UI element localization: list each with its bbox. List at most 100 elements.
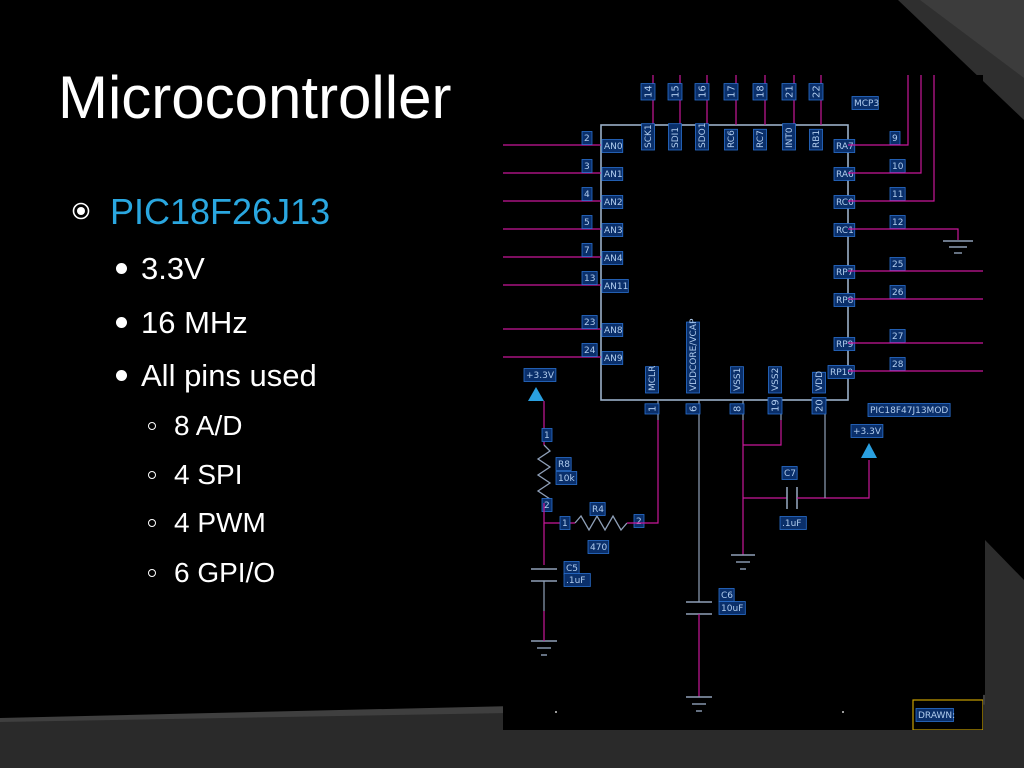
pin-name: AN2 xyxy=(601,195,624,209)
pin-name: AN11 xyxy=(601,279,629,293)
label-box xyxy=(581,159,593,173)
rail-wire-ra7 xyxy=(848,75,909,146)
label-box xyxy=(641,123,655,151)
grid-mark xyxy=(842,711,844,713)
wire-c7-supply xyxy=(797,460,870,499)
label-text: MCP3 xyxy=(854,99,879,109)
label-box xyxy=(555,457,572,471)
label-text: AN8 xyxy=(604,326,623,336)
pin-number: 23 xyxy=(581,315,598,329)
label-box xyxy=(601,195,624,209)
bullet-text: 16 MHz xyxy=(141,305,248,340)
pin-name: RP8 xyxy=(833,293,856,307)
label-box xyxy=(668,123,682,151)
pin-number: 2 xyxy=(633,514,645,528)
label-box xyxy=(581,187,593,201)
component-value: 470 xyxy=(587,540,610,554)
label-box xyxy=(782,123,796,151)
pin-name: AN0 xyxy=(601,139,624,153)
pin-number: 4 xyxy=(581,187,593,201)
pin-number: 28 xyxy=(889,357,906,371)
label-text: AN0 xyxy=(604,142,623,152)
label-text: RC7 xyxy=(756,130,766,148)
label-text: RC6 xyxy=(727,130,737,148)
label-text: AN1 xyxy=(604,170,623,180)
pin-name: RC1 xyxy=(833,223,856,237)
supply-label: +3.3V xyxy=(850,424,884,438)
grid-mark xyxy=(555,711,557,713)
pin-name: RC7 xyxy=(753,128,767,151)
label-text: 24 xyxy=(584,346,596,356)
label-text: 17 xyxy=(727,85,738,98)
label-text: RA6 xyxy=(836,170,854,180)
pin-number: 18 xyxy=(752,83,768,101)
label-text: 1 xyxy=(544,431,550,441)
label-box xyxy=(601,167,624,181)
label-box xyxy=(768,366,782,394)
pin-name: AN3 xyxy=(601,223,624,237)
pin-number: 12 xyxy=(889,215,906,229)
label-text: VDDCORE/VCAP xyxy=(689,318,699,391)
ring-bullet-icon xyxy=(148,569,156,577)
label-box xyxy=(811,397,827,415)
pin-number: 10 xyxy=(889,159,906,173)
pin-number: 15 xyxy=(667,83,683,101)
label-text: 11 xyxy=(892,190,903,200)
label-text: 6 xyxy=(689,406,700,412)
label-text: RP7 xyxy=(836,268,853,278)
bullet-text: 3.3V xyxy=(141,251,205,286)
label-box xyxy=(833,223,856,237)
label-box xyxy=(633,514,645,528)
pin-name: RP10 xyxy=(827,365,855,379)
label-box xyxy=(812,371,826,394)
label-text: RC0 xyxy=(836,198,854,208)
pin-name: MCLR xyxy=(645,366,659,394)
bullet-dot-icon xyxy=(116,317,127,328)
label-box xyxy=(523,368,557,382)
label-text: SDI1 xyxy=(671,127,681,148)
rail-wire-ra6 xyxy=(848,75,922,174)
pin-number: 14 xyxy=(640,83,656,101)
label-text: 21 xyxy=(785,85,796,98)
label-box xyxy=(601,223,624,237)
label-text: VDD xyxy=(815,371,825,391)
label-text: 13 xyxy=(584,274,595,284)
ring-bullet-icon xyxy=(148,471,156,479)
label-box xyxy=(601,251,624,265)
label-text: 16 xyxy=(698,85,709,98)
label-text: RA7 xyxy=(836,142,854,152)
pin-name: VSS1 xyxy=(730,366,744,394)
label-text: AN11 xyxy=(604,282,628,292)
label-box xyxy=(581,131,593,145)
rail-wire-rc0 xyxy=(848,75,935,202)
component-value: 10k xyxy=(555,471,578,485)
label-text: 23 xyxy=(584,318,595,328)
bullet-dot-icon xyxy=(116,263,127,274)
label-text: 10uF xyxy=(721,604,743,614)
component-value: 10uF xyxy=(718,601,746,615)
pin-number: 25 xyxy=(889,257,906,271)
supply-arrow-icon xyxy=(528,387,544,401)
label-text: 28 xyxy=(892,360,904,370)
pin-name: SDO1 xyxy=(695,123,709,151)
label-text: RP10 xyxy=(830,368,853,378)
label-box xyxy=(601,351,624,365)
label-box xyxy=(601,139,624,153)
label-text: 25 xyxy=(892,260,903,270)
label-text: AN3 xyxy=(604,226,623,236)
label-box xyxy=(686,321,700,394)
label-text: 19 xyxy=(771,399,782,412)
ring-bullet-icon xyxy=(148,422,156,430)
label-box xyxy=(729,403,745,415)
label-box xyxy=(601,279,629,293)
label-text: 7 xyxy=(584,246,590,256)
label-text: 470 xyxy=(590,543,607,553)
resistor-r4 xyxy=(574,514,628,532)
pin-name: AN1 xyxy=(601,167,624,181)
pin-number: 16 xyxy=(694,83,710,101)
component-ref: R4 xyxy=(589,502,606,516)
component-ref: C7 xyxy=(781,466,798,480)
label-text: 18 xyxy=(756,85,767,98)
pin-number: 1 xyxy=(559,516,571,530)
pin-number: 11 xyxy=(889,187,906,201)
